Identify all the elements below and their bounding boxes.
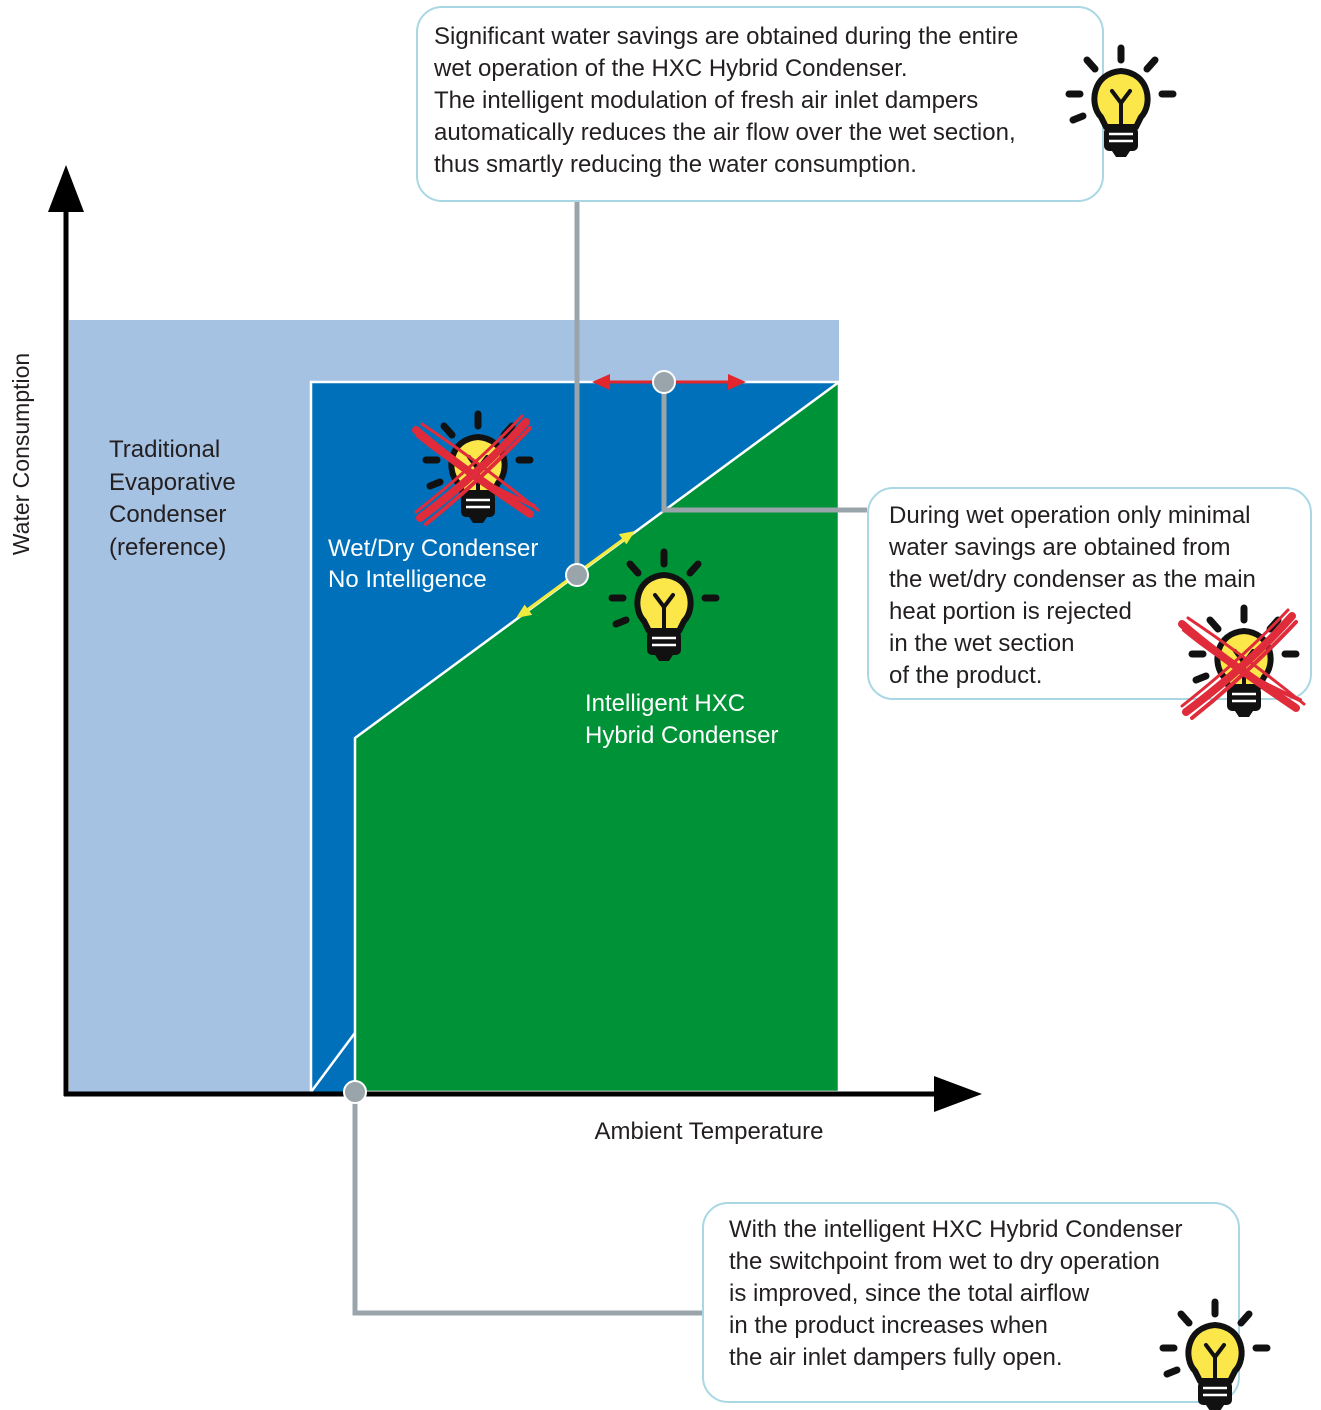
traditional-label-line: Evaporative [109,469,236,496]
callout-text-line: the switchpoint from wet to dry operatio… [729,1248,1160,1275]
hxc-label-line: Hybrid Condenser [585,722,778,749]
wet-dry-condenser-label: Wet/Dry Condenser No Intelligence [328,535,538,593]
connector-right [661,382,867,513]
callout-text-line: The intelligent modulation of fresh air … [434,87,979,114]
callout-text-line: heat portion is rejected [889,598,1132,625]
callout-text-line: Significant water savings are obtained d… [434,23,1019,50]
callout-text-line: water savings are obtained from [889,534,1231,561]
callout-text-line: With the intelligent HXC Hybrid Condense… [729,1216,1183,1243]
traditional-label-line: Traditional [109,436,220,463]
axes [48,165,982,1112]
traditional-label-line: Condenser [109,501,226,528]
callout-switchpoint: With the intelligent HXC Hybrid Condense… [702,1202,1240,1403]
callout-text-line: the air inlet dampers fully open. [729,1344,1063,1371]
lightbulb-icon [1159,1296,1271,1410]
x-axis-label: Ambient Temperature [594,1118,823,1145]
connector-lines [352,202,867,1316]
crossed-out-lightbulb-icon [1176,596,1312,746]
callout-text-line: automatically reduces the air flow over … [434,119,1016,146]
callout-text-line: the wet/dry condenser as the main [889,566,1256,593]
traditional-label-line: (reference) [109,534,226,561]
y-axis-label: Water Consumption [8,353,34,555]
hxc-label-line: Intelligent HXC [585,690,745,717]
callout-text-line: During wet operation only minimal [889,502,1251,529]
y-axis-arrowhead [48,165,84,212]
connector-dot [652,370,676,394]
callout-text-line: thus smartly reducing the water consumpt… [434,151,917,178]
connector-dot [343,1080,367,1104]
lightbulb-icon [1061,40,1181,170]
callout-text-line: in the product increases when [729,1312,1048,1339]
connector-dot [565,563,589,587]
connector-dots [343,370,676,1104]
wet-dry-label-line: No Intelligence [328,566,487,593]
callout-wet-operation-savings: Significant water savings are obtained d… [416,6,1104,202]
connector-bottom [352,1092,702,1316]
traditional-condenser-label: Traditional Evaporative Condenser (refer… [109,436,236,561]
hxc-hybrid-condenser-label: Intelligent HXC Hybrid Condenser [585,690,778,749]
callout-text-line: in the wet section [889,630,1075,657]
x-axis-arrowhead [934,1076,982,1112]
callout-text-line: of the product. [889,662,1043,689]
wet-dry-label-line: Wet/Dry Condenser [328,535,538,562]
callout-text-line: is improved, since the total airflow [729,1280,1090,1307]
callout-text-line: wet operation of the HXC Hybrid Condense… [434,55,908,82]
